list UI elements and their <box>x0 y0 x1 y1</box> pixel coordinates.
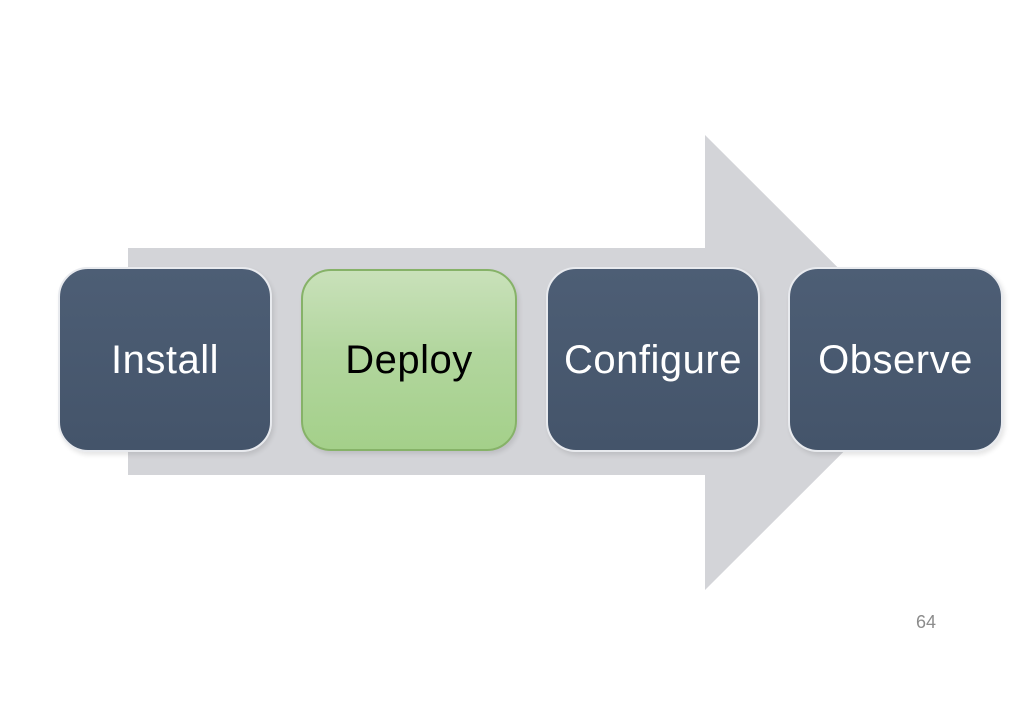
process-step-label: Configure <box>564 337 742 382</box>
process-step-label: Install <box>111 337 219 382</box>
process-step-deploy: Deploy <box>301 269 517 451</box>
page-number: 64 <box>915 612 937 632</box>
process-step-label: Deploy <box>345 338 473 382</box>
process-step-observe: Observe <box>788 267 1003 452</box>
process-arrow-shape <box>128 135 933 590</box>
process-step-label: Observe <box>818 337 973 382</box>
process-step-configure: Configure <box>546 267 760 452</box>
process-step-install: Install <box>58 267 272 452</box>
